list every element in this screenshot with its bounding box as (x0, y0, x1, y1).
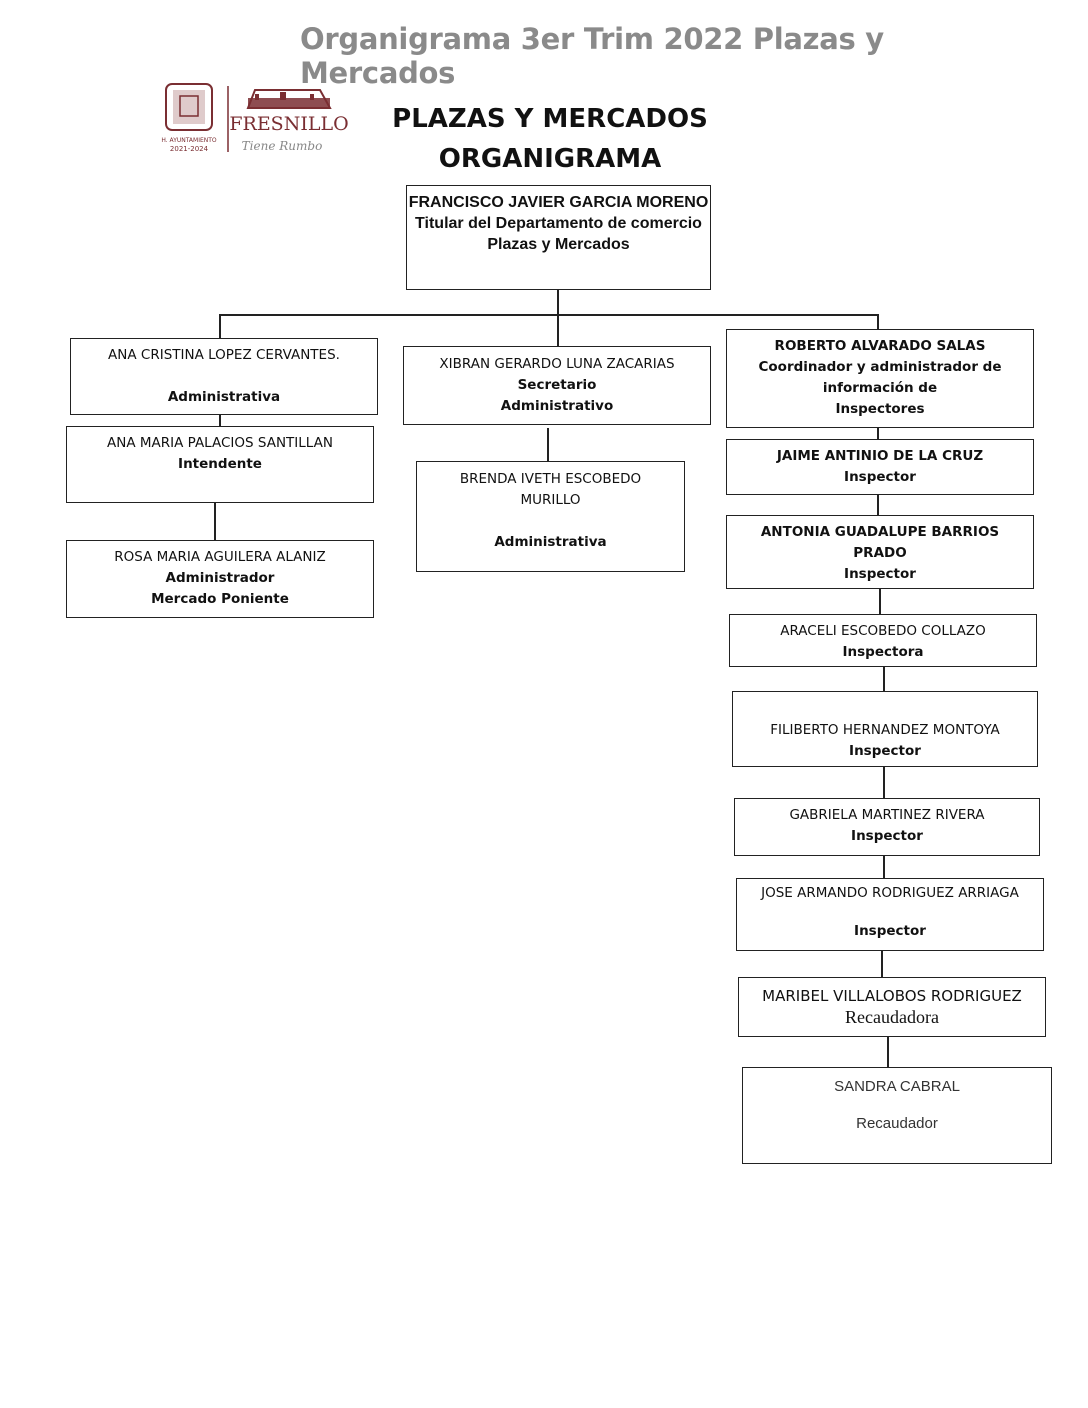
node-name: JOSE ARMANDO RODRIGUEZ ARRIAGA (761, 885, 1019, 901)
node-role: Inspector (851, 828, 923, 844)
org-node: ROSA MARIA AGUILERA ALANIZ Administrador… (66, 540, 374, 618)
connector (877, 494, 879, 515)
chart-title-line-1: PLAZAS Y MERCADOS (392, 104, 708, 134)
org-node: MARIBEL VILLALOBOS RODRIGUEZ Recaudadora (738, 977, 1046, 1037)
logo-city-name: FRESNILLO (229, 113, 348, 135)
org-node: JAIME ANTINIO DE LA CRUZ Inspector (726, 439, 1034, 495)
node-role: Inspector (844, 566, 916, 582)
connector (877, 314, 879, 330)
org-node: XIBRAN GERARDO LUNA ZACARIAS Secretario … (403, 346, 711, 425)
org-node: ANA MARIA PALACIOS SANTILLAN Intendente (66, 426, 374, 503)
connector (877, 428, 879, 440)
connector (879, 588, 881, 614)
org-node: FILIBERTO HERNANDEZ MONTOYA Inspector (732, 691, 1038, 767)
node-name: ROBERTO ALVARADO SALAS (774, 338, 986, 354)
node-role: Secretario (517, 377, 597, 393)
document-header: Organigrama 3er Trim 2022 Plazas y Merca… (300, 22, 884, 90)
municipal-seal-icon: H. AYUNTAMIENTO 2021-2024 (161, 83, 217, 153)
connector (547, 428, 549, 461)
node-name: ANA MARIA PALACIOS SANTILLAN (107, 435, 333, 451)
org-node: GABRIELA MARTINEZ RIVERA Inspector (734, 798, 1040, 856)
node-name: BRENDA IVETH ESCOBEDO MURILLO (459, 471, 642, 508)
org-node: ANTONIA GUADALUPE BARRIOS PRADO Inspecto… (726, 515, 1034, 589)
node-role: Recaudadora (845, 1007, 939, 1027)
node-role: Administrador (165, 570, 275, 586)
node-name: JAIME ANTINIO DE LA CRUZ (776, 448, 984, 464)
node-name: SANDRA CABRAL (834, 1078, 960, 1095)
svg-text:H. AYUNTAMIENTO: H. AYUNTAMIENTO (161, 137, 217, 144)
logo-slogan: Tiene Rumbo (242, 139, 323, 153)
connector (219, 314, 878, 316)
org-node: SANDRA CABRAL Recaudador (742, 1067, 1052, 1164)
org-node: ROBERTO ALVARADO SALAS Coordinador y adm… (726, 329, 1034, 428)
org-node: JOSE ARMANDO RODRIGUEZ ARRIAGA Inspector (736, 878, 1044, 951)
node-name: MARIBEL VILLALOBOS RODRIGUEZ (762, 987, 1022, 1005)
connector (557, 314, 559, 346)
city-skyline-icon (246, 89, 332, 109)
connector (214, 502, 216, 540)
node-name: XIBRAN GERARDO LUNA ZACARIAS (439, 356, 675, 372)
node-name: ARACELI ESCOBEDO COLLAZO (780, 623, 986, 639)
node-role-detail: Administrativo (500, 398, 614, 414)
node-name: FRANCISCO JAVIER GARCIA MORENO (408, 194, 709, 211)
node-name: GABRIELA MARTINEZ RIVERA (789, 807, 985, 823)
node-role: Recaudador (856, 1115, 938, 1132)
node-role: Coordinador y administrador de informaci… (758, 359, 1002, 396)
connector (881, 950, 883, 977)
connector (219, 314, 221, 338)
node-name: FILIBERTO HERNANDEZ MONTOYA (770, 722, 1000, 738)
node-role-detail: Mercado Poniente (151, 591, 289, 607)
node-role: Inspector (854, 923, 926, 939)
node-name: ANA CRISTINA LOPEZ CERVANTES. (108, 347, 340, 363)
org-node: ARACELI ESCOBEDO COLLAZO Inspectora (729, 614, 1037, 667)
node-role: Administrativa (494, 534, 607, 550)
node-name: ROSA MARIA AGUILERA ALANIZ (114, 549, 326, 565)
seal-period: 2021-2024 (170, 145, 209, 153)
fresnillo-logo: H. AYUNTAMIENTO 2021-2024 FRESNILLO Tien… (161, 83, 349, 153)
connector (883, 856, 885, 878)
org-node: BRENDA IVETH ESCOBEDO MURILLO Administra… (416, 461, 685, 572)
node-role-detail: Inspectores (835, 401, 925, 417)
chart-title-line-2: ORGANIGRAMA (438, 144, 662, 174)
node-role: Inspectora (842, 644, 924, 660)
connector (883, 766, 885, 798)
node-role: Titular del Departamento de comercio Pla… (415, 215, 702, 253)
connector (887, 1036, 889, 1067)
connector (883, 666, 885, 691)
node-role: Intendente (178, 456, 262, 472)
node-role: Inspector (849, 743, 921, 759)
org-node-head: FRANCISCO JAVIER GARCIA MORENO Titular d… (406, 185, 711, 290)
org-node: ANA CRISTINA LOPEZ CERVANTES. Administra… (70, 338, 378, 415)
connector (219, 414, 221, 426)
node-role: Administrativa (167, 389, 281, 405)
node-role: Inspector (844, 469, 916, 485)
node-name: ANTONIA GUADALUPE BARRIOS PRADO (760, 524, 1000, 561)
